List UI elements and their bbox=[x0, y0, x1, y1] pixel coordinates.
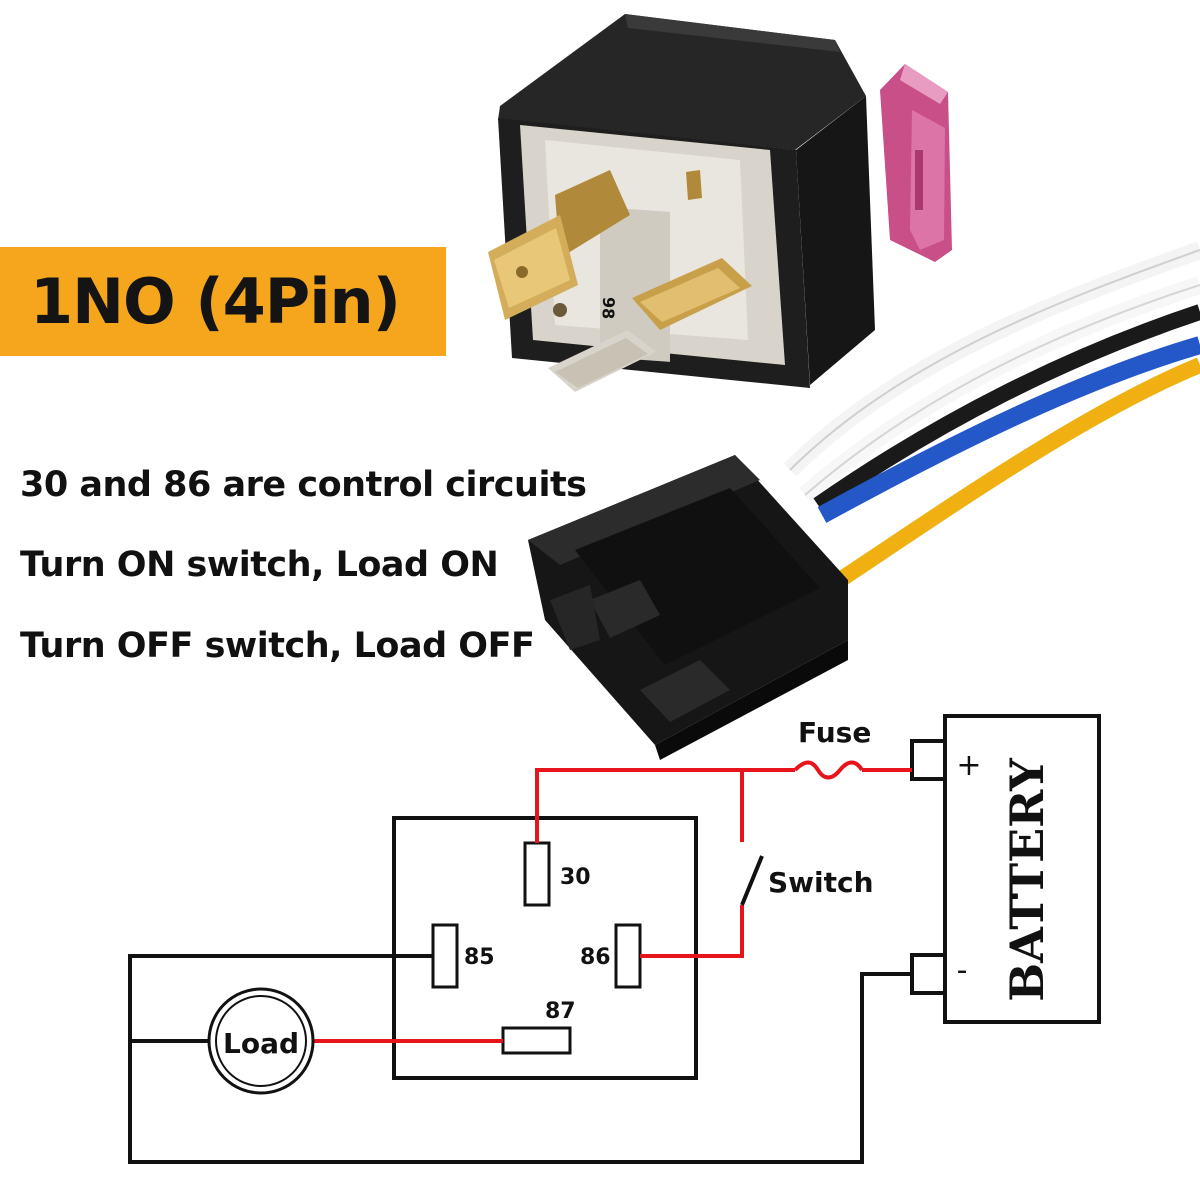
pin-86-label: 86 bbox=[580, 945, 611, 970]
note-switch-on: Turn ON switch, Load ON bbox=[20, 545, 499, 585]
battery-positive-terminal bbox=[910, 739, 947, 781]
pin-87 bbox=[501, 1026, 572, 1055]
socket-with-wires bbox=[528, 241, 1200, 760]
pin-86 bbox=[614, 923, 642, 989]
pin-87-label: 87 bbox=[545, 999, 576, 1024]
relay-type-title: 1NO (4Pin) bbox=[30, 265, 401, 338]
pin-85-label: 85 bbox=[464, 945, 495, 970]
relay-type-banner: 1NO (4Pin) bbox=[0, 247, 446, 356]
battery-label: BATTERY bbox=[1000, 757, 1054, 1002]
battery bbox=[943, 714, 1101, 1024]
switch-blade bbox=[740, 855, 764, 906]
wiring-diagram: BATTERY + - 30 85 86 87 bbox=[128, 714, 1101, 1164]
fuse-label: Fuse bbox=[798, 716, 871, 749]
negative-wiring bbox=[128, 954, 912, 1164]
battery-plus-label: + bbox=[956, 748, 981, 783]
note-switch-off: Turn OFF switch, Load OFF bbox=[20, 626, 535, 666]
battery-negative-terminal bbox=[910, 953, 947, 995]
load-label: Load bbox=[223, 1027, 299, 1060]
blade-fuse bbox=[880, 64, 952, 262]
switch-label: Switch bbox=[768, 866, 874, 899]
pin-85 bbox=[431, 923, 459, 989]
positive-wiring bbox=[313, 760, 912, 1043]
load bbox=[207, 987, 315, 1095]
note-control-circuits: 30 and 86 are control circuits bbox=[20, 465, 587, 505]
battery-minus-label: - bbox=[957, 953, 968, 988]
pin-30-label: 30 bbox=[560, 865, 591, 890]
relay-photo: 98 bbox=[488, 14, 952, 392]
pin-30 bbox=[523, 841, 551, 907]
relay-marking: 98 bbox=[599, 297, 619, 320]
